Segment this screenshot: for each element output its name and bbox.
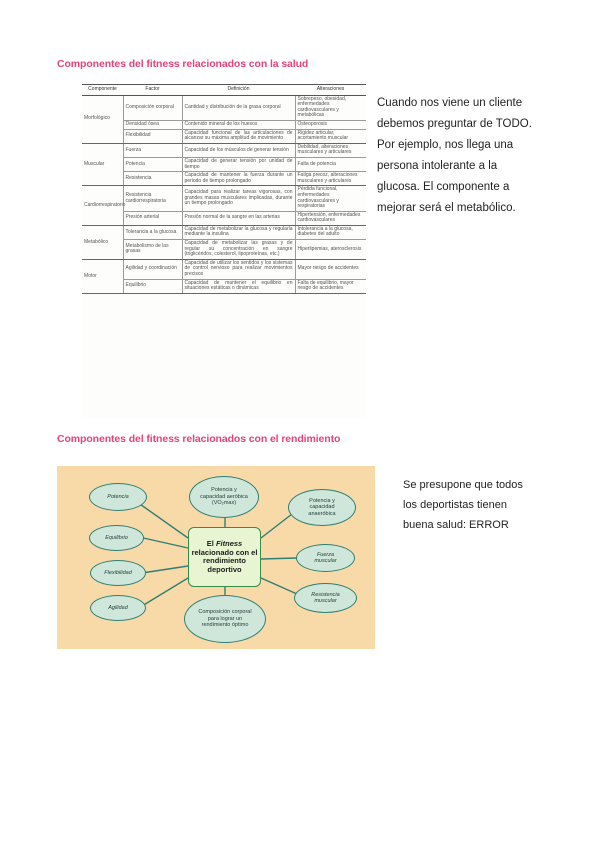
node-resistencia-muscular: Resistencia muscular (294, 583, 357, 613)
alteration-cell: Hiperlipemias, aterosclerosis (295, 239, 366, 260)
section-heading-performance: Componentes del fitness relacionados con… (57, 433, 341, 445)
diagram-center-box: El Fitness relacionado con el rendimient… (188, 527, 261, 587)
diagram-center-label: El Fitness relacionado con el rendimient… (191, 539, 258, 574)
connector-line (260, 577, 298, 595)
header-alteraciones: Alteraciones (295, 84, 366, 96)
factor-cell: Agilidad y coordinación (123, 259, 183, 280)
alteration-cell: Rigidez articular, acortamiento muscular (295, 129, 366, 144)
component-cell: Morfológico (82, 95, 124, 144)
definition-cell: Presión normal de la sangre en las arter… (182, 211, 296, 226)
definition-cell: Capacidad funcional de las articulacione… (182, 129, 296, 144)
alteration-cell: Falta de equilibrio, mayor riesgo de acc… (295, 279, 366, 294)
factor-cell: Potencia (123, 157, 183, 173)
connector-line (136, 501, 189, 539)
alteration-cell: Hipertensión, enfermedades cardiovascula… (295, 211, 366, 226)
connector-line (260, 513, 293, 539)
node-agilidad: Agilidad (90, 595, 146, 621)
note-athletes: Se presupone que todos los deportistas t… (403, 475, 523, 535)
node-composicion-corporal: Composición corporal para lograr un rend… (184, 595, 266, 643)
definition-cell: Capacidad de metabolizar la glucosa y re… (182, 225, 296, 241)
note-line: debemos preguntar de TODO. (377, 118, 532, 130)
component-cell: Motor (82, 259, 124, 294)
note-line: mejorar será el metabólico. (377, 202, 516, 214)
factor-cell: Tolerancia a la glucosa (123, 225, 183, 241)
node-potencia-aerobica: Potencia y capacidad aeróbica (VO₂max) (189, 476, 259, 518)
alteration-cell: Fatiga precoz, alteraciones musculares y… (295, 171, 366, 187)
definition-cell: Capacidad de mantener el equilibrio en s… (182, 279, 296, 294)
factor-cell: Resistencia cardiorrespiratoria (123, 185, 183, 212)
node-flexibilidad: Flexibilidad (90, 560, 146, 586)
factor-cell: Flexibilidad (123, 129, 183, 144)
factor-cell: Composición corporal (123, 95, 183, 121)
alteration-cell: Debilidad, alteraciones musculares y art… (295, 143, 366, 158)
alteration-cell: Pérdida funcional, enfermedades cardiova… (295, 185, 366, 212)
note-line: los deportistas tienen (403, 499, 507, 511)
definition-cell: Capacidad de generar tensión por unidad … (182, 157, 296, 173)
note-client: Cuando nos viene un cliente debemos preg… (377, 93, 532, 219)
definition-cell: Capacidad de utilizar los sentidos y los… (182, 259, 296, 280)
note-line: Cuando nos viene un cliente (377, 97, 523, 109)
definition-cell: Capacidad de mantener la fuerza durante … (182, 171, 296, 187)
connector-line (141, 565, 189, 574)
factor-cell: Presión arterial (123, 211, 183, 226)
table-header-row: Componente Factor Definición Alteracione… (82, 84, 366, 96)
header-definicion: Definición (182, 84, 295, 96)
factor-cell: Fuerza (123, 143, 183, 158)
note-line: Se presupone que todos (403, 479, 523, 491)
definition-cell: Capacidad de los músculos de generar ten… (182, 143, 296, 158)
component-cell: Cardiorrespiratorio (82, 185, 125, 226)
factor-cell: Metabolismo de las grasas (123, 239, 183, 260)
definition-cell: Capacidad de metabolizar las grasas y de… (182, 239, 296, 260)
connector-line (138, 536, 189, 549)
alteration-cell: Mayor riesgo de accidentes (295, 259, 366, 280)
component-cell: Metabólico (82, 225, 124, 260)
note-line: buena salud: ERROR (403, 519, 509, 531)
node-fuerza-muscular: Fuerza muscular (296, 544, 355, 572)
note-line: glucosa. El componente a (377, 181, 510, 193)
node-equilibrio: Equilibrio (89, 525, 144, 551)
connector-line (260, 557, 298, 560)
header-factor: Factor (123, 84, 182, 96)
factor-cell: Resistencia (123, 171, 183, 187)
alteration-cell: Falta de potencia (295, 157, 366, 173)
alteration-cell: Sobrepeso, obesidad, enfermedades cardio… (295, 95, 366, 121)
performance-fitness-diagram: Potencia Equilibrio Flexibilidad Agilida… (57, 466, 375, 649)
node-potencia: Potencia (89, 483, 147, 511)
note-line: Por ejemplo, nos llega una (377, 139, 514, 151)
diagram-connectors (136, 501, 298, 607)
component-cell: Muscular (82, 143, 124, 187)
note-line: persona intolerante a la (377, 160, 498, 172)
alteration-cell: Osteoporosis (295, 120, 366, 130)
alteration-cell: Intolerancia a la glucosa, diabetes del … (295, 225, 366, 241)
node-potencia-anaerobica: Potencia y capacidad anaeróbica (288, 489, 356, 526)
definition-cell: Contenido mineral de los huesos (182, 120, 296, 130)
factor-cell: Equilibrio (123, 279, 183, 294)
fitness-health-table: Componente Factor Definición Alteracione… (82, 84, 366, 418)
section-heading-health: Componentes del fitness relacionados con… (57, 58, 309, 70)
header-componente: Componente (82, 84, 123, 96)
definition-cell: Capacidad para realizar tareas vigorosas… (182, 185, 296, 212)
factor-cell: Densidad ósea (123, 120, 183, 130)
connector-line (141, 577, 189, 607)
definition-cell: Cantidad y distribución de la grasa corp… (182, 95, 296, 121)
